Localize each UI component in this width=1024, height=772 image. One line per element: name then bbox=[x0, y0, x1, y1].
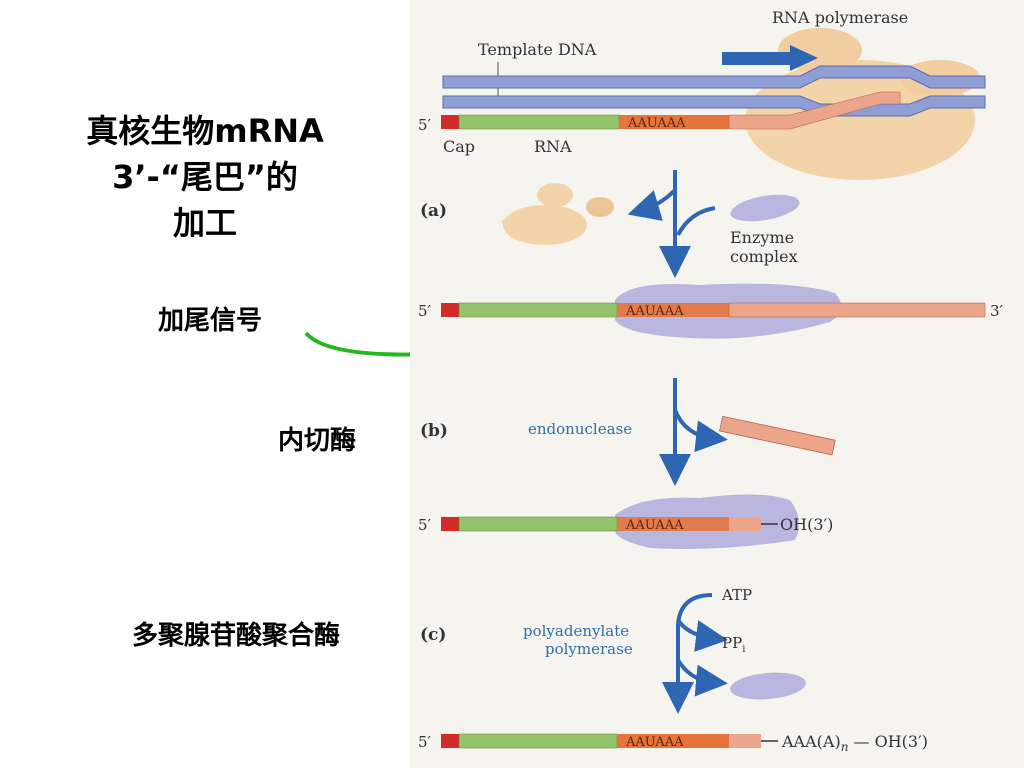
dna-strand-top bbox=[442, 65, 986, 89]
endonuclease-label: endonuclease bbox=[528, 420, 632, 438]
enzyme-complex-label-1: Enzyme bbox=[730, 228, 794, 247]
svg-text:5′: 5′ bbox=[418, 116, 432, 134]
label-endonuclease-cn: 内切酶 bbox=[278, 426, 357, 456]
polyadenylate-label-2: polymerase bbox=[545, 640, 633, 658]
title-line-3: 加工 bbox=[172, 204, 237, 242]
enzyme-complex-blob bbox=[730, 194, 800, 222]
title-line-1: 真核生物mRNA bbox=[86, 112, 324, 150]
cap-1 bbox=[441, 115, 459, 129]
cap-label: Cap bbox=[443, 137, 475, 156]
svg-text:AAUAAA: AAUAAA bbox=[625, 518, 684, 533]
title-line-2: 3’-“尾巴”的 bbox=[112, 158, 298, 196]
svg-text:5′: 5′ bbox=[418, 302, 432, 320]
template-dna-label: Template DNA bbox=[478, 40, 597, 59]
step-b: (b) bbox=[420, 421, 448, 441]
three-prime-label: 3′ bbox=[990, 302, 1004, 320]
transcription-arrow bbox=[722, 52, 794, 65]
step-c: (c) bbox=[420, 625, 446, 645]
svg-text:AAUAAA: AAUAAA bbox=[627, 116, 686, 131]
polya-tail-label: AAA(A)n — OH(3′) bbox=[781, 732, 928, 754]
svg-text:5′: 5′ bbox=[418, 733, 432, 751]
rna-label: RNA bbox=[534, 137, 572, 156]
label-signal: 加尾信号 bbox=[158, 306, 263, 336]
ppi-label: PPi bbox=[722, 634, 745, 655]
released-polymerase bbox=[730, 672, 806, 700]
enzyme-complex-label-2: complex bbox=[730, 247, 798, 266]
figure-svg: RNA polymerase Template DNA 5′ AAUAAA Ca… bbox=[418, 8, 1004, 754]
polyadenylate-label-1: polyadenylate bbox=[523, 622, 629, 640]
oh3-label: OH(3′) bbox=[780, 515, 833, 534]
svg-text:AAUAAA: AAUAAA bbox=[625, 304, 684, 319]
step-a: (a) bbox=[420, 201, 447, 221]
label-polya-polymerase-cn: 多聚腺苷酸聚合酶 bbox=[132, 621, 341, 651]
atp-label: ATP bbox=[721, 586, 752, 604]
svg-text:5′: 5′ bbox=[418, 516, 432, 534]
rna-tail-1 bbox=[728, 91, 901, 130]
polyadenylation-figure: RNA polymerase Template DNA 5′ AAUAAA Ca… bbox=[410, 0, 1024, 768]
rna-1 bbox=[458, 114, 620, 130]
signal-1 bbox=[619, 115, 729, 129]
page-title: 真核生物mRNA 3’-“尾巴”的 加工 bbox=[40, 108, 370, 246]
rna-polymerase-label: RNA polymerase bbox=[772, 8, 908, 27]
svg-text:AAUAAA: AAUAAA bbox=[625, 735, 684, 750]
cleaved-fragment bbox=[719, 415, 836, 456]
